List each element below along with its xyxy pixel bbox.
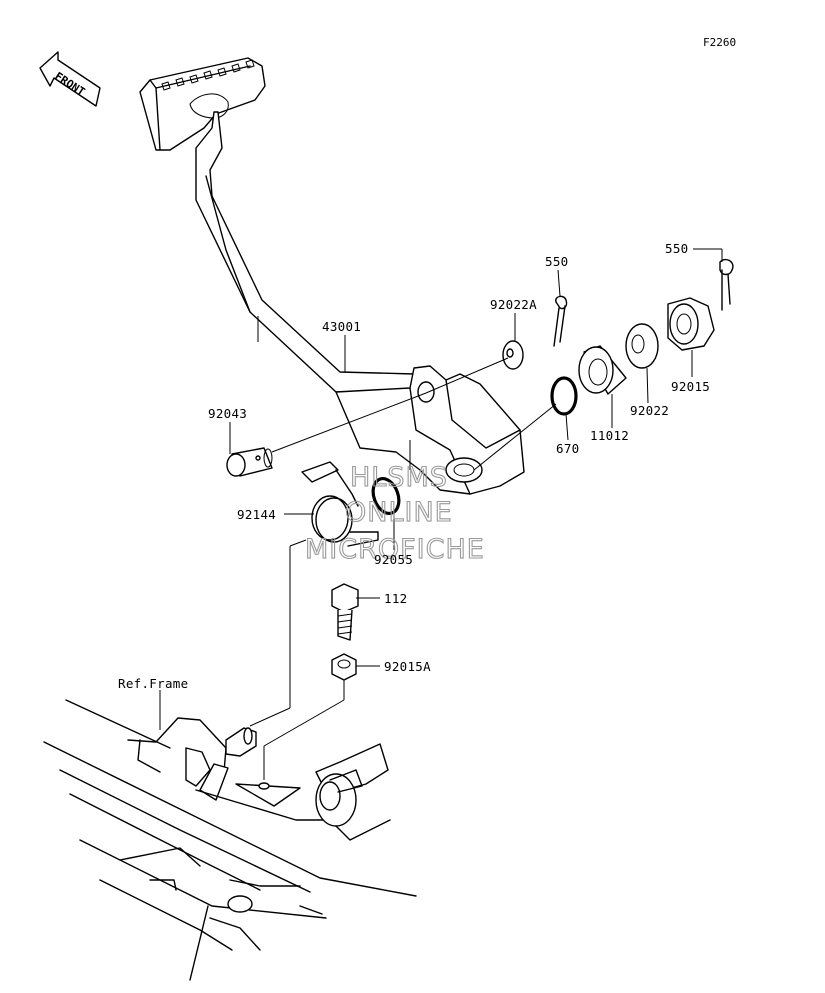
part-labels: 43001 92022A 550 550 92015 92022 11012 6… (118, 241, 710, 691)
bolt-112[interactable] (331, 583, 359, 641)
nut-92015[interactable] (667, 297, 715, 351)
watermark-line-3: MICROFICHE (305, 534, 485, 565)
front-arrow-icon: FRONT (39, 51, 101, 107)
leader-lines (159, 248, 723, 780)
nut-92015A[interactable] (331, 653, 357, 681)
label-11012[interactable]: 11012 (590, 428, 629, 443)
brake-pedal-43001[interactable] (139, 57, 525, 495)
reference-frame (43, 699, 417, 981)
pivot-pin-92043[interactable] (226, 447, 273, 477)
label-ref-frame: Ref.Frame (118, 676, 188, 691)
watermark-line-1: HLSMS (350, 462, 448, 493)
label-92144[interactable]: 92144 (237, 507, 276, 522)
washer-92022[interactable] (625, 323, 659, 369)
label-112[interactable]: 112 (384, 591, 407, 606)
label-92043[interactable]: 92043 (208, 406, 247, 421)
label-550-left[interactable]: 550 (545, 254, 568, 269)
label-550-right[interactable]: 550 (665, 241, 688, 256)
washer-92022A[interactable] (502, 340, 524, 370)
label-92022[interactable]: 92022 (630, 403, 669, 418)
label-43001[interactable]: 43001 (322, 319, 361, 334)
label-92015A[interactable]: 92015A (384, 659, 431, 674)
label-92015[interactable]: 92015 (671, 379, 710, 394)
label-670[interactable]: 670 (556, 441, 579, 456)
watermark-line-2: ONLINE (345, 497, 453, 528)
cotter-pin-550-left[interactable] (553, 295, 568, 347)
watermark: HLSMS ONLINE MICROFICHE (304, 461, 485, 565)
bushing-11012[interactable] (578, 345, 627, 395)
o-ring-92055[interactable] (369, 475, 404, 517)
spring-92144[interactable] (301, 461, 379, 547)
diagram-code: F2260 (703, 36, 736, 49)
label-92055[interactable]: 92055 (374, 552, 413, 567)
o-ring-670[interactable] (550, 376, 578, 416)
cotter-pin-550-right[interactable] (719, 258, 734, 311)
label-92022A[interactable]: 92022A (490, 297, 537, 312)
